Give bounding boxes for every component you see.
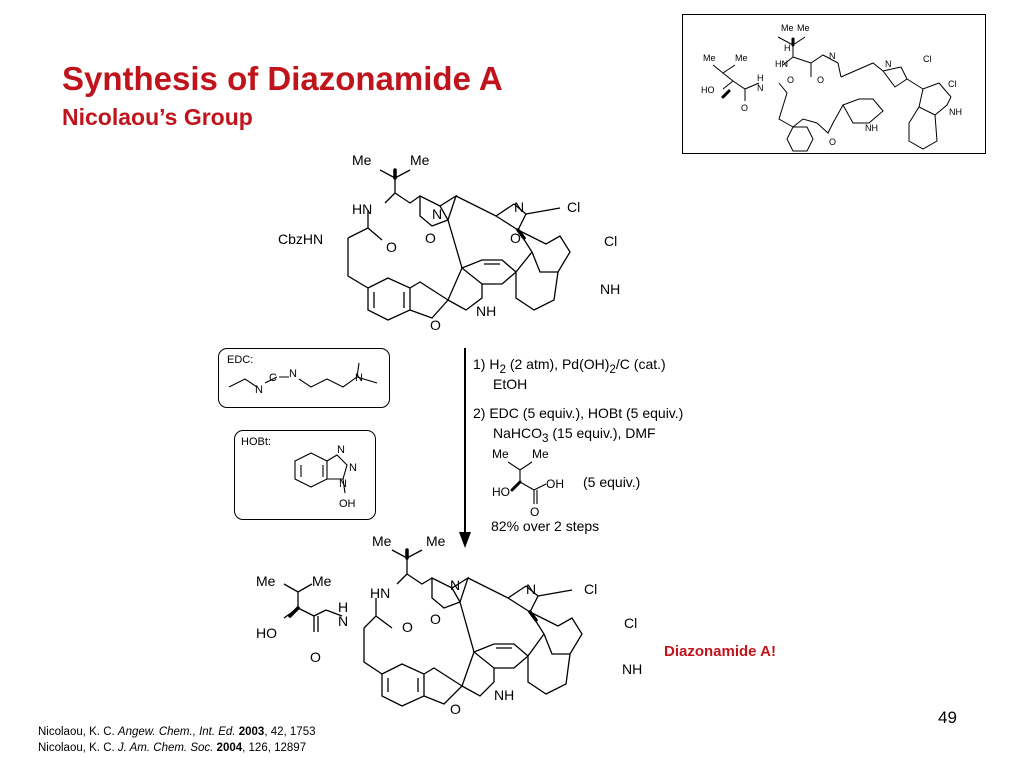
svg-text:Me: Me [372, 533, 392, 549]
target-structure: Me Me H Me Me HN N N Cl Cl HO H N O O O … [701, 23, 962, 152]
svg-text:Cl: Cl [948, 79, 957, 89]
step2-conditions: 2) EDC (5 equiv.), HOBt (5 equiv.) [473, 405, 684, 421]
svg-text:Cl: Cl [624, 615, 637, 631]
reference-1: Nicolaou, K. C. Angew. Chem., Int. Ed. 2… [38, 726, 316, 738]
slide-subtitle: Nicolaou’s Group [62, 104, 253, 130]
svg-text:O: O [386, 239, 397, 255]
svg-text:N: N [338, 613, 348, 629]
svg-text:Me: Me [352, 152, 372, 168]
svg-text:O: O [450, 701, 461, 717]
page-number: 49 [938, 708, 957, 727]
slide-title: Synthesis of Diazonamide A [62, 60, 503, 97]
svg-text:N: N [349, 462, 357, 474]
svg-text:O: O [741, 103, 748, 113]
svg-text:O: O [402, 619, 413, 635]
step1-solvent: EtOH [493, 376, 528, 392]
hydroxy-acid-structure: Me Me HO OH O [492, 447, 564, 519]
reaction-arrow [459, 348, 471, 548]
svg-text:N: N [526, 581, 536, 597]
svg-text:HN: HN [352, 201, 372, 217]
svg-text:O: O [430, 611, 441, 627]
svg-text:NH: NH [476, 303, 496, 319]
edc-structure: N C N N [228, 362, 378, 396]
target-structure-frame: Me Me H Me Me HN N N Cl Cl HO H N O O O … [682, 14, 986, 154]
svg-text:Me: Me [312, 573, 332, 589]
svg-text:Cl: Cl [604, 233, 617, 249]
svg-text:O: O [425, 230, 436, 246]
svg-text:NH: NH [865, 123, 878, 133]
acid-equiv: (5 equiv.) [583, 474, 641, 490]
svg-text:CbzHN: CbzHN [278, 231, 323, 247]
product-structure: Me Me Me Me HN N N Cl H Cl HO N O O O NH… [256, 533, 642, 717]
svg-text:Cl: Cl [584, 581, 597, 597]
svg-text:HN: HN [775, 59, 788, 69]
svg-text:Me: Me [781, 23, 794, 33]
svg-text:N: N [339, 478, 347, 490]
svg-text:Me: Me [797, 23, 810, 33]
svg-text:Me: Me [703, 53, 716, 63]
product-atom-labels: Me Me Me Me HN N N Cl H Cl HO N O O O NH… [256, 533, 642, 717]
svg-text:O: O [829, 137, 836, 147]
svg-text:N: N [450, 577, 460, 593]
svg-text:HN: HN [370, 585, 390, 601]
step1-conditions: 1) H2 (2 atm), Pd(OH)2/C (cat.) [473, 356, 666, 376]
reference-2: Nicolaou, K. C. J. Am. Chem. Soc. 2004, … [38, 742, 307, 754]
svg-text:O: O [817, 75, 824, 85]
svg-text:O: O [310, 649, 321, 665]
svg-text:HO: HO [256, 625, 277, 641]
svg-text:N: N [829, 51, 836, 61]
svg-text:Me: Me [492, 447, 509, 461]
target-atom-labels: Me Me H Me Me HN N N Cl Cl HO H N O O O … [701, 23, 962, 147]
svg-text:N: N [757, 83, 764, 93]
edc-reagent-box: EDC: N C N N [218, 348, 390, 408]
svg-text:NH: NH [949, 107, 962, 117]
svg-text:N: N [355, 372, 363, 384]
svg-text:Me: Me [410, 152, 430, 168]
product-name-label: Diazonamide A! [664, 643, 776, 660]
step2-base-solvent: NaHCO3 (15 equiv.), DMF [493, 425, 656, 445]
svg-text:NH: NH [622, 661, 642, 677]
svg-text:N: N [289, 368, 297, 380]
hobt-label: HOBt: [241, 436, 271, 448]
svg-text:O: O [787, 75, 794, 85]
edc-label: EDC: [227, 354, 254, 366]
svg-text:H: H [757, 73, 764, 83]
svg-text:H: H [338, 599, 348, 615]
svg-text:N: N [885, 59, 892, 69]
svg-text:N: N [337, 444, 345, 456]
svg-text:N: N [432, 206, 442, 222]
svg-text:O: O [510, 230, 521, 246]
hobt-reagent-box: HOBt: N N N OH [234, 430, 376, 520]
svg-text:H: H [784, 43, 791, 53]
svg-text:Me: Me [256, 573, 276, 589]
svg-text:NH: NH [600, 281, 620, 297]
svg-text:Me: Me [735, 53, 748, 63]
hobt-structure: N N N OH [294, 444, 357, 510]
svg-text:Cl: Cl [923, 54, 932, 64]
svg-text:O: O [530, 505, 539, 519]
start-atom-labels: Me Me HN N N Cl Cl CbzHN O O O NH O NH [278, 152, 620, 333]
svg-text:O: O [430, 317, 441, 333]
svg-text:Me: Me [426, 533, 446, 549]
svg-text:NH: NH [494, 687, 514, 703]
svg-text:HO: HO [492, 485, 510, 499]
svg-text:HO: HO [701, 85, 715, 95]
yield-text: 82% over 2 steps [491, 518, 600, 534]
svg-text:OH: OH [339, 498, 356, 510]
svg-text:OH: OH [546, 477, 564, 491]
svg-text:Me: Me [532, 447, 549, 461]
svg-text:N: N [255, 384, 263, 396]
starting-material-structure: Me Me HN N N Cl Cl CbzHN O O O NH O NH [278, 152, 620, 333]
svg-text:N: N [514, 199, 524, 215]
svg-text:Cl: Cl [567, 199, 580, 215]
svg-text:C: C [269, 372, 277, 384]
